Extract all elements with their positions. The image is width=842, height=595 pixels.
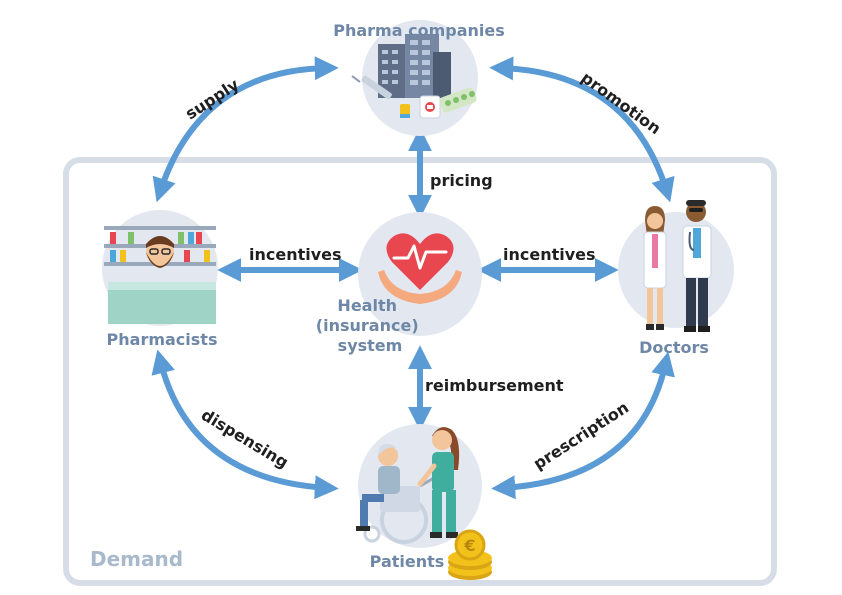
node-label-health-line1: Health [337,296,397,315]
edge-label-dispensing: dispensing [198,405,292,472]
edge-label-pricing: pricing [430,171,493,190]
demand-label: Demand [90,547,183,571]
pharmacists-node [102,210,218,326]
doctors-node [618,200,734,332]
coins-icon: € [448,529,492,580]
health-system-node [358,212,482,336]
arrow-promotion [489,56,675,203]
hands-icon [378,270,462,304]
patients-node [356,424,482,548]
heart-icon [386,233,454,290]
node-label-health: Health (insurance) system [316,296,424,355]
node-label-patients: Patients [370,552,445,571]
vial-icon [400,104,410,118]
svg-text:€: € [463,536,475,555]
elderly-patient-icon [356,443,400,531]
arrow-supply [152,56,339,203]
nurse-icon [417,427,460,538]
edge-label-incentives-right: incentives [503,245,596,264]
arrow-prescription [491,351,675,500]
female-doctor-icon [643,206,667,330]
edge-label-reimbursement: reimbursement [425,376,564,395]
node-label-pharma: Pharma companies [333,21,505,40]
edge-label-prescription: prescription [530,398,632,474]
node-label-pharmacists: Pharmacists [107,330,218,349]
edge-label-promotion: promotion [578,68,665,138]
pharmacy-counter-icon [108,282,216,324]
node-label-doctors: Doctors [639,338,709,357]
pharma-companies-node [351,20,478,136]
male-doctor-icon [682,200,712,332]
node-label-health-line2: (insurance) [316,316,419,335]
pills-blister-icon [439,87,477,113]
syringe-icon [351,75,392,100]
edge-label-incentives-left: incentives [249,245,342,264]
arrow-dispensing [151,349,339,500]
node-label-health-line3: system [338,336,403,355]
edge-label-supply: supply [182,75,243,124]
pill-bottle-icon [419,95,441,119]
building-icon [378,34,451,98]
